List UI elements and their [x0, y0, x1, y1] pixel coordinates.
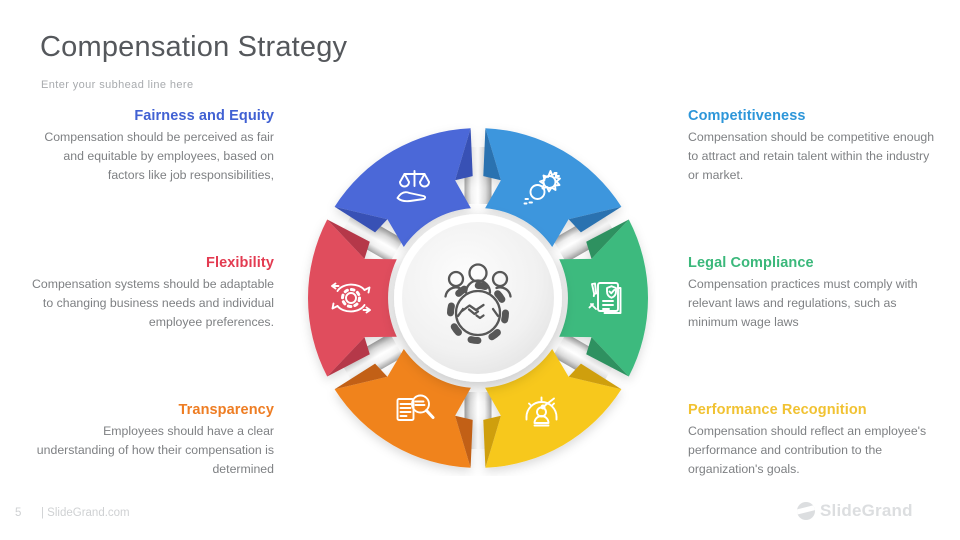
team-handshake-gear-icon [444, 263, 512, 344]
block-body: Compensation should be perceived as fair… [44, 130, 274, 183]
block-legal-compliance: Legal Compliance Compensation practices … [688, 255, 936, 333]
segment-compliance-document [559, 219, 649, 377]
connector-pin [553, 334, 615, 385]
brand-logo: SlideGrand [797, 501, 913, 521]
block-performance-recognition: Performance Recognition Compensation sho… [688, 402, 936, 480]
subhead-placeholder: Enter your subhead line here [41, 79, 194, 91]
segment-balance-hand [334, 128, 471, 247]
block-body: Compensation practices must comply with … [688, 277, 918, 330]
block-flexibility: Flexibility Compensation systems should … [26, 255, 274, 333]
block-competitiveness: Competitiveness Compensation should be c… [688, 108, 936, 186]
connector-pin [341, 211, 403, 262]
connector-pin [341, 334, 403, 385]
page-number: 5 [15, 507, 22, 519]
balance-hand-icon [396, 170, 430, 203]
brand-logo-icon [797, 502, 815, 520]
footer-site-link: | SlideGrand.com [41, 507, 130, 519]
block-title: Fairness and Equity [134, 108, 274, 124]
block-title: Competitiveness [688, 108, 806, 124]
page-title: Compensation Strategy [40, 31, 348, 63]
block-body: Compensation systems should be adaptable… [32, 277, 274, 330]
gauge-icon [525, 396, 558, 427]
competition-burst-icon [523, 170, 561, 205]
block-title: Transparency [178, 402, 274, 418]
block-body: Compensation should be competitive enoug… [688, 130, 935, 183]
block-title: Legal Compliance [688, 255, 814, 271]
magnifier-document-icon [396, 394, 435, 421]
block-title: Flexibility [206, 255, 274, 271]
block-transparency: Transparency Employees should have a cle… [26, 402, 274, 480]
agile-gear-icon [331, 282, 371, 314]
segments [307, 128, 649, 468]
block-body: Compensation should reflect an employee'… [688, 424, 927, 477]
block-fairness-and-equity: Fairness and Equity Compensation should … [26, 108, 274, 186]
compliance-document-icon [588, 282, 622, 314]
cycle-diagram-svg [307, 128, 649, 468]
center-circle [402, 222, 554, 374]
connector-pin [553, 211, 615, 262]
brand-name: SlideGrand [820, 501, 913, 520]
block-title: Performance Recognition [688, 402, 867, 418]
block-body: Employees should have a clear understand… [36, 424, 274, 477]
segment-agile-gear [307, 219, 397, 377]
